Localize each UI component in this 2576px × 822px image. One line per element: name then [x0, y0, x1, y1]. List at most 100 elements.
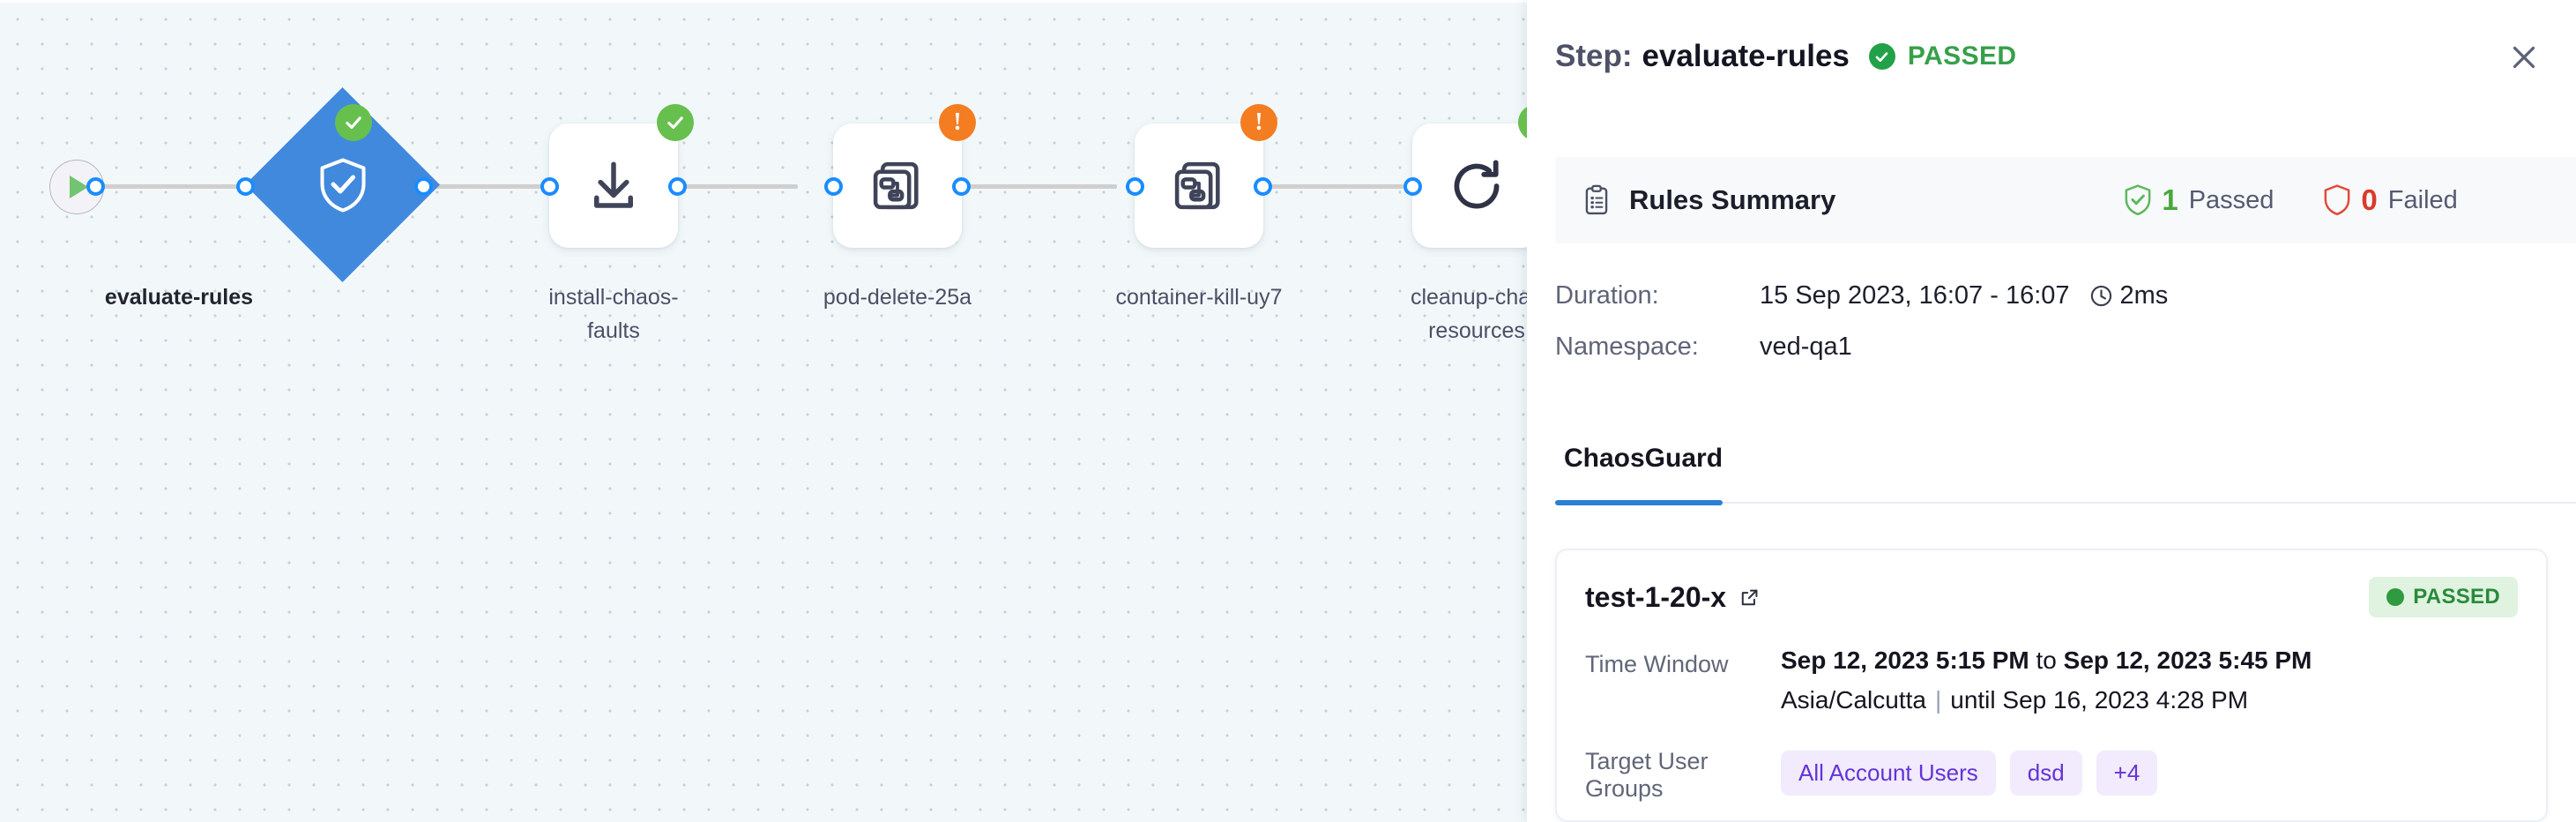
node-install-chaos-faults[interactable]: [549, 123, 678, 248]
port-dot[interactable]: [1254, 177, 1272, 196]
status-check-icon: [1868, 43, 1895, 70]
target-user-groups-list: All Account Users dsd +4: [1781, 744, 2158, 803]
result-status-text: PASSED: [2413, 585, 2500, 609]
connector-rail: [1262, 184, 1403, 189]
close-icon[interactable]: [2504, 37, 2544, 78]
meta-value-namespace: ved-qa1: [1760, 332, 1852, 361]
chaos-fault-icon: [1174, 161, 1220, 209]
separator: |: [1934, 686, 1942, 714]
shield-check-green-icon: [2125, 184, 2151, 216]
duration-elapsed: 2ms: [2119, 280, 2169, 310]
node-label-container-kill-uy7: container-kill-uy7: [1115, 285, 1283, 310]
result-name: test-1-20-x: [1585, 580, 1727, 613]
chaosguard-result-card: test-1-20-x PASSED Time Window: [1555, 549, 2548, 822]
refresh-icon: [1454, 159, 1500, 209]
step-prefix-label: Step:: [1555, 39, 1633, 73]
node-pod-delete-25a[interactable]: [833, 123, 962, 248]
rules-passed-stat: 1 Passed: [2122, 183, 2274, 217]
time-window-joiner: to: [2029, 646, 2064, 674]
meta-row-duration: Duration: 15 Sep 2023, 16:07 - 16:07 2ms: [1555, 270, 2168, 321]
meta-row-namespace: Namespace: ved-qa1: [1555, 321, 2168, 372]
chaos-fault-icon: [873, 161, 919, 209]
node-label-line-2: faults: [587, 318, 640, 343]
meta-key-duration: Duration:: [1555, 280, 1659, 310]
tab-chaosguard[interactable]: ChaosGuard: [1555, 438, 1742, 505]
time-window-values: Sep 12, 2023 5:15 PM to Sep 12, 2023 5:4…: [1781, 646, 2312, 714]
result-name-group[interactable]: test-1-20-x: [1585, 581, 1761, 614]
connector-rail: [423, 184, 551, 189]
user-group-chip[interactable]: dsd: [2009, 751, 2082, 796]
rules-summary-title: Rules Summary: [1629, 184, 1836, 215]
status-dot-icon: [2386, 588, 2405, 606]
pipeline-start-node[interactable]: [49, 160, 104, 214]
connector-rail: [95, 184, 263, 189]
node-label-line-1: cleanup-chao: [1410, 285, 1527, 310]
port-dot[interactable]: [1403, 177, 1422, 196]
target-user-groups-label: Target User Groups: [1585, 748, 1709, 802]
node-label-line-1: install-chaos-: [548, 285, 679, 310]
duration-range: 15 Sep 2023, 16:07 - 16:07: [1760, 280, 2070, 310]
rules-summary-counts: 1 Passed 0 Failed: [2122, 183, 2458, 217]
node-status-warning-icon: !: [1240, 104, 1277, 141]
time-window-sub: Asia/Calcutta | until Sep 16, 2023 4:28 PM: [1781, 686, 2312, 714]
time-window-timezone: Asia/Calcutta: [1781, 686, 1926, 714]
rules-summary-bar: Rules Summary 1 Passed 0 Failed: [1555, 157, 2576, 243]
node-cleanup-chaos-resources[interactable]: [1412, 123, 1527, 248]
node-status-success-icon: [335, 104, 372, 141]
meta-value-duration: 15 Sep 2023, 16:07 - 16:07 2ms: [1760, 281, 2168, 310]
time-window-until: until Sep 16, 2023 4:28 PM: [1950, 686, 2249, 714]
port-dot[interactable]: [952, 177, 971, 196]
result-status-badge: PASSED: [2369, 577, 2518, 617]
node-label-line-2: resources: [1428, 318, 1525, 343]
time-window-end: Sep 12, 2023 5:45 PM: [2063, 646, 2312, 674]
rules-failed-count: 0: [2361, 183, 2378, 216]
panel-tabs: ChaosGuard: [1555, 438, 2576, 505]
time-window-range: Sep 12, 2023 5:15 PM to Sep 12, 2023 5:4…: [1781, 646, 2312, 675]
tab-label: ChaosGuard: [1564, 444, 1724, 473]
rules-passed-count: 1: [2162, 183, 2178, 216]
node-label-install-chaos-faults: install-chaos- faults: [512, 280, 715, 347]
node-status-warning-icon: !: [939, 104, 976, 141]
rules-summary-title-group: Rules Summary: [1582, 184, 1835, 216]
external-link-icon[interactable]: [1738, 587, 1761, 609]
result-row-target-user-groups: Target User Groups All Account Users dsd…: [1585, 744, 2518, 803]
result-row-time-window: Time Window Sep 12, 2023 5:15 PM to Sep …: [1585, 646, 2518, 714]
time-window-start: Sep 12, 2023 5:15 PM: [1781, 646, 2029, 674]
result-card-header: test-1-20-x PASSED: [1585, 577, 2518, 617]
step-meta-list: Duration: 15 Sep 2023, 16:07 - 16:07 2ms…: [1555, 270, 2168, 372]
port-dot[interactable]: [236, 177, 255, 196]
meta-key-namespace: Namespace:: [1555, 332, 1699, 361]
port-dot[interactable]: [1126, 177, 1144, 196]
shield-red-icon: [2325, 184, 2350, 216]
port-dot[interactable]: [668, 177, 687, 196]
panel-header: Step: evaluate-rules PASSED: [1527, 0, 2576, 113]
step-name-label: evaluate-rules: [1642, 39, 1850, 73]
status-badge: PASSED: [1907, 41, 2017, 71]
node-status-success-icon: [657, 104, 694, 141]
node-container-kill-uy7[interactable]: [1135, 123, 1263, 248]
user-group-chip[interactable]: All Account Users: [1781, 751, 1996, 796]
node-label-pod-delete-25a: pod-delete-25a: [823, 285, 972, 310]
port-dot[interactable]: [824, 177, 843, 196]
clock-icon: [2089, 284, 2113, 308]
rules-passed-label: Passed: [2188, 185, 2274, 214]
download-icon: [594, 161, 633, 208]
connector-rail: [674, 184, 798, 189]
time-window-label: Time Window: [1585, 651, 1729, 677]
user-group-chip-overflow[interactable]: +4: [2096, 751, 2158, 796]
port-dot[interactable]: [86, 177, 105, 196]
node-label-evaluate-rules: evaluate-rules: [104, 285, 254, 310]
clipboard-icon: [1585, 184, 1608, 215]
rules-failed-stat: 0 Failed: [2321, 183, 2458, 217]
rules-failed-label: Failed: [2387, 185, 2458, 214]
page-title: Step: evaluate-rules PASSED: [1555, 39, 2016, 74]
play-icon: [70, 176, 88, 198]
port-dot[interactable]: [414, 177, 433, 196]
pipeline-canvas[interactable]: evaluate-rules install-chaos- faults: [0, 0, 1527, 822]
connector-rail: [961, 184, 1117, 189]
node-status-success-icon: [1518, 104, 1527, 141]
node-label-cleanup-chaos-resources: cleanup-chao resources: [1375, 280, 1527, 347]
port-dot[interactable]: [540, 177, 559, 196]
step-details-panel: Step: evaluate-rules PASSED: [1527, 0, 2576, 822]
shield-check-icon: [320, 158, 365, 212]
